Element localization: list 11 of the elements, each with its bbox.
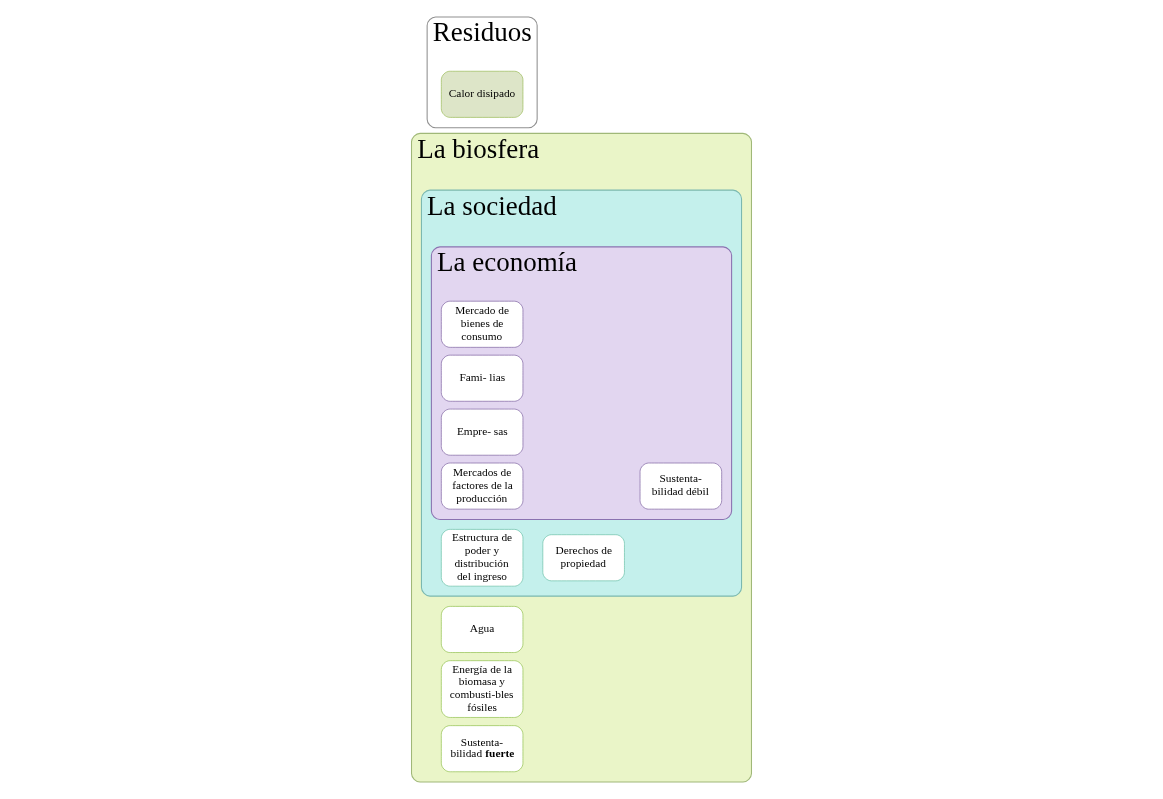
node-box: Empre- sas [440,408,524,456]
node-box: Derechos de propiedad [542,534,625,582]
node-box: Sustenta- bilidad débil [639,462,723,510]
node-box: Mercados de factores de la producción [440,462,524,510]
node-box: Mercado de bienes de consumo [440,300,524,348]
node-box: Estructura de poder y distribución del ingreso [440,529,524,587]
node-box: Energía de la biomasa y combusti-bles fósiles [440,660,524,718]
node-box: Agua [440,606,524,653]
node-box: Sustenta- bilidad fuerte [440,725,524,773]
node-box: Calor disipado [440,70,524,118]
node-box: Fami- lias [440,354,524,402]
